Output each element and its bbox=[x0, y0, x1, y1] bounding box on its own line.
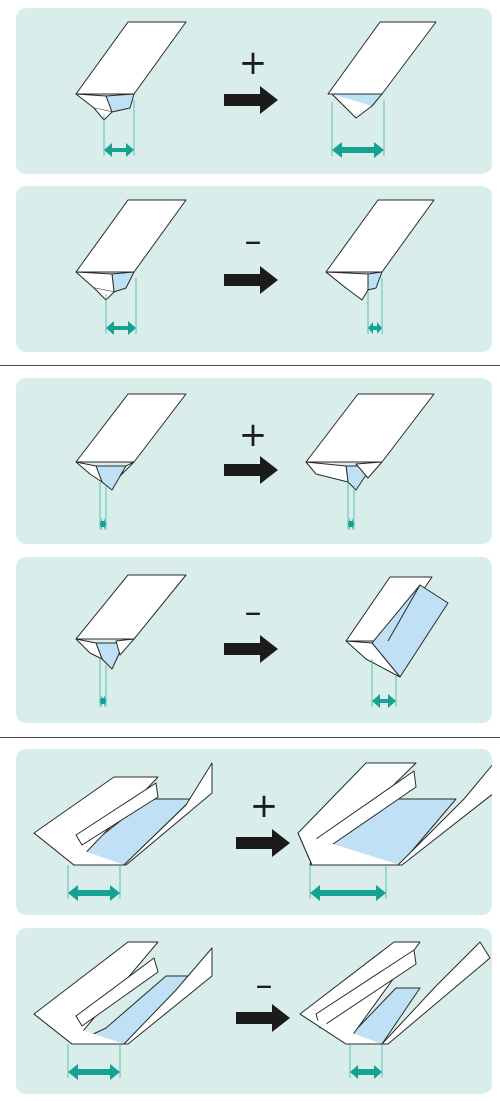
decrease-sign: – bbox=[244, 221, 262, 261]
after-fold-figure bbox=[305, 393, 435, 530]
fold-diagram-4 bbox=[75, 574, 449, 708]
process-arrow bbox=[224, 266, 278, 294]
after-fold-figure bbox=[297, 762, 492, 901]
decrease-sign: – bbox=[255, 965, 273, 1005]
step-panel-3: + bbox=[16, 378, 492, 544]
decrease-sign: – bbox=[244, 592, 262, 632]
increase-sign: + bbox=[238, 43, 268, 83]
before-fold-figure bbox=[33, 762, 213, 901]
fold-diagram-3 bbox=[75, 393, 435, 530]
after-fold-figure bbox=[345, 576, 449, 708]
fold-diagram-1 bbox=[75, 21, 437, 158]
before-fold-figure bbox=[75, 393, 187, 530]
increase-sign: + bbox=[249, 786, 279, 826]
before-fold-figure bbox=[75, 574, 187, 707]
before-fold-figure bbox=[33, 941, 213, 1080]
process-arrow bbox=[236, 1004, 290, 1032]
step-panel-5: + bbox=[16, 749, 492, 915]
increase-sign: + bbox=[238, 415, 268, 455]
after-fold-figure bbox=[327, 21, 437, 158]
before-fold-figure bbox=[75, 21, 187, 157]
process-arrow bbox=[224, 635, 278, 663]
step-panel-4: – bbox=[16, 557, 492, 723]
fold-diagram-6 bbox=[33, 941, 491, 1080]
before-fold-figure bbox=[75, 199, 187, 335]
step-panel-6: – bbox=[16, 928, 492, 1094]
process-arrow bbox=[224, 456, 278, 484]
section-divider bbox=[0, 365, 500, 366]
process-arrow bbox=[236, 829, 290, 857]
after-fold-figure bbox=[325, 199, 435, 334]
fold-diagram-2 bbox=[75, 199, 435, 335]
step-panel-1: + bbox=[16, 8, 492, 174]
process-arrow bbox=[224, 86, 278, 114]
section-divider bbox=[0, 737, 500, 738]
fold-diagram-5 bbox=[33, 762, 492, 901]
after-fold-figure bbox=[299, 941, 491, 1079]
step-panel-2: – bbox=[16, 186, 492, 352]
